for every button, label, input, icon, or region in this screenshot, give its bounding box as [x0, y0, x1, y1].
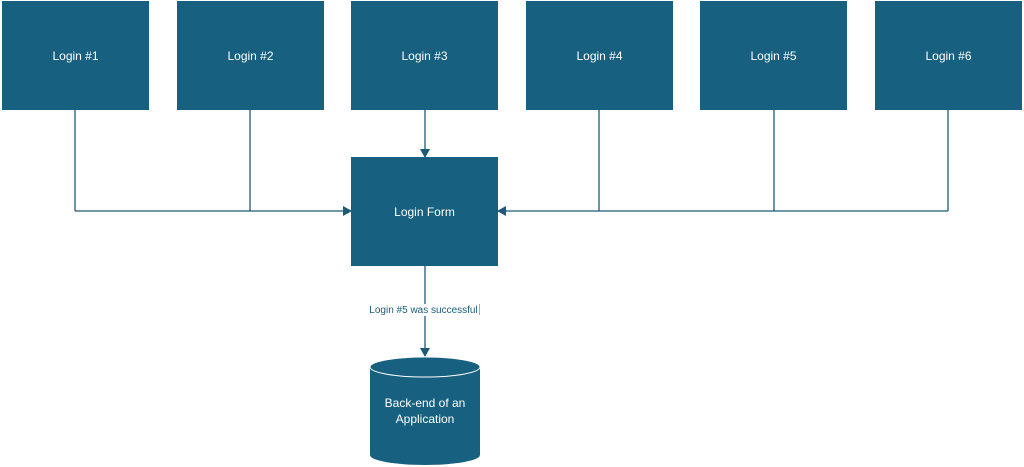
login-node-2-label: Login #2 — [227, 48, 274, 63]
edge-label-success[interactable]: Login #5 was successful — [351, 304, 498, 316]
login-node-5[interactable]: Login #5 — [700, 1, 847, 110]
login-node-4[interactable]: Login #4 — [526, 1, 673, 110]
login-node-6-label: Login #6 — [925, 48, 972, 63]
database-cylinder-icon — [369, 356, 481, 465]
connector-right-group — [497, 110, 949, 216]
login-node-6[interactable]: Login #6 — [875, 1, 1022, 110]
login-node-4-label: Login #4 — [576, 48, 623, 63]
login-node-3-label: Login #3 — [401, 48, 448, 63]
login-node-5-label: Login #5 — [750, 48, 797, 63]
login-form-node[interactable]: Login Form — [351, 157, 498, 266]
connector-left-group — [74, 110, 352, 216]
login-node-1-label: Login #1 — [52, 48, 99, 63]
login-form-label: Login Form — [394, 204, 455, 219]
login-node-2[interactable]: Login #2 — [177, 1, 324, 110]
login-node-3[interactable]: Login #3 — [351, 1, 498, 110]
edge-label-text: Login #5 was successful — [369, 305, 478, 316]
login-node-1[interactable]: Login #1 — [2, 1, 149, 110]
text-cursor — [478, 304, 480, 315]
backend-database-label[interactable]: Back-end of an Application — [384, 396, 466, 426]
